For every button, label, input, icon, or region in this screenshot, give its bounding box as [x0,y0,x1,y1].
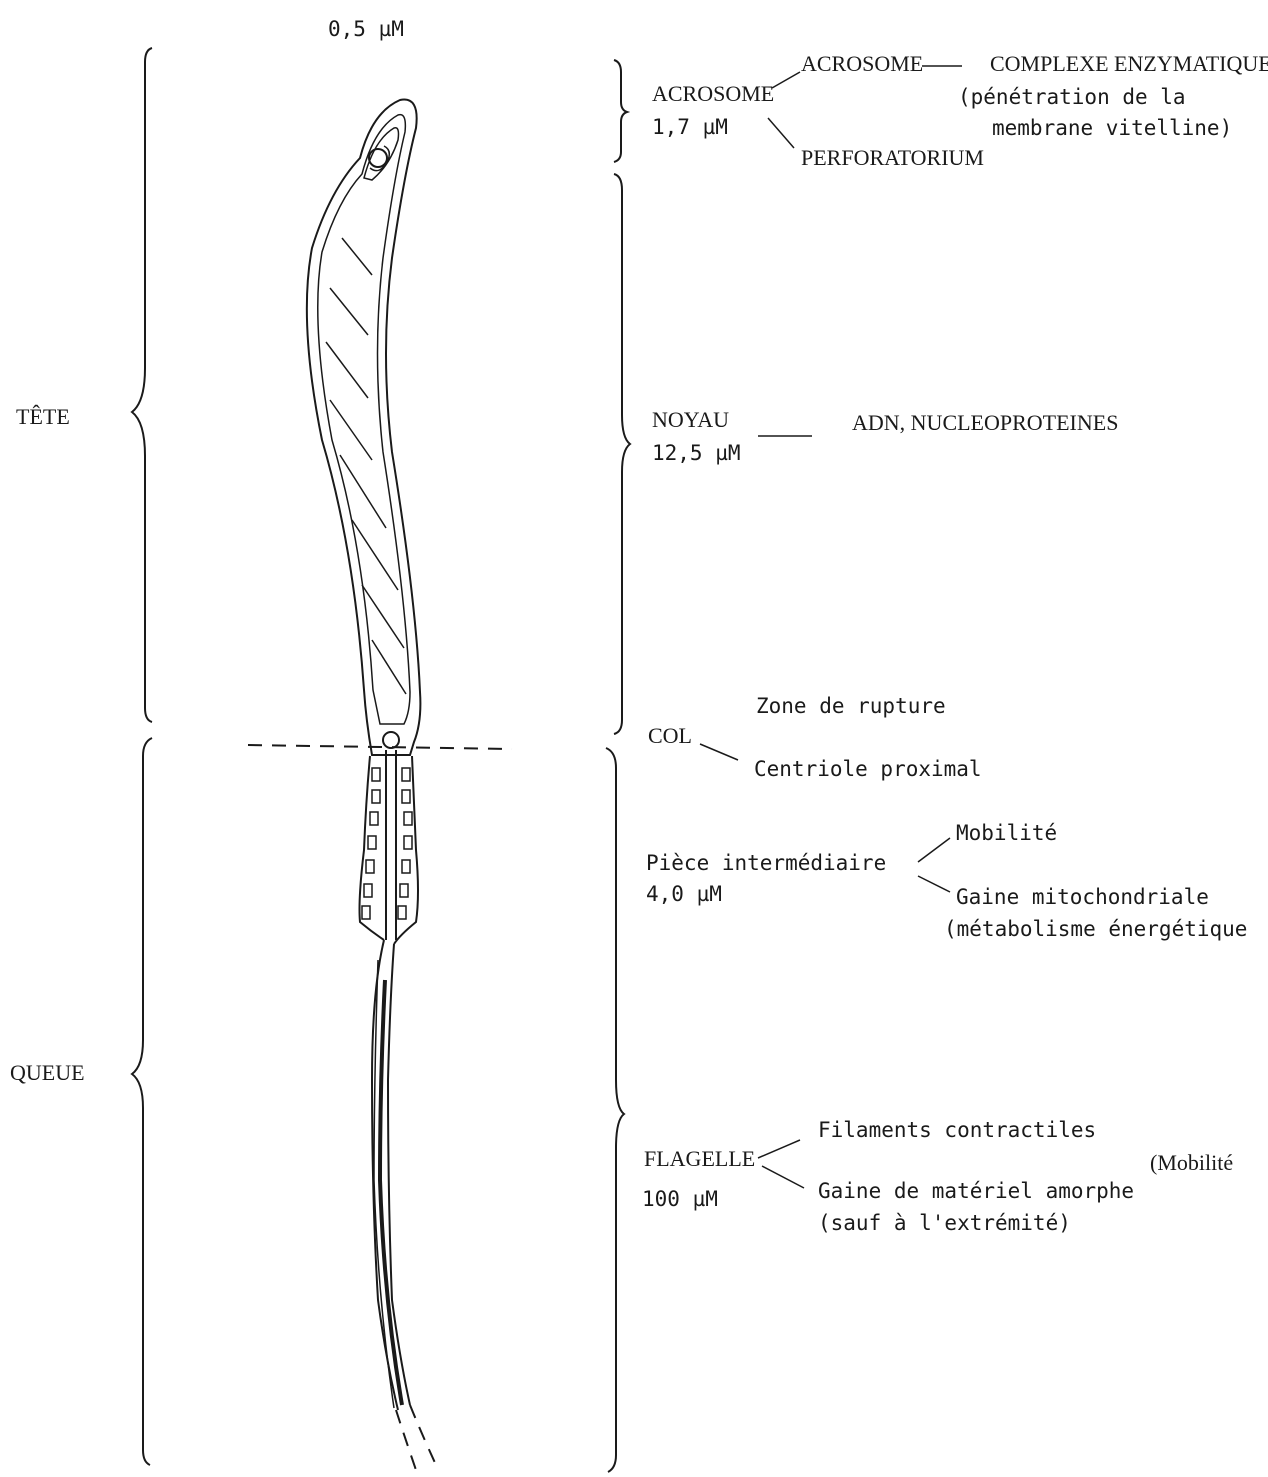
flagelle-connector-down [762,1166,804,1188]
tail-region-label: QUEUE [10,1060,85,1085]
head-inner-outline [318,115,410,724]
tail-right-brace [606,748,624,1472]
neck-dashed-line [248,745,512,749]
col-name: COL [648,723,692,748]
flagelle-item-gaine-2: (sauf à l'extrémité) [818,1211,1071,1235]
piece-item-gaine-1: Gaine mitochondriale [956,885,1209,909]
piece-size: 4,0 µM [646,882,722,906]
piece-item-gaine-2: (métabolisme énergétique [944,917,1247,941]
piece-connector-up [918,838,950,862]
flagelle-item-filaments: Filaments contractiles [818,1118,1096,1142]
flagelle-side-note: (Mobilité [1150,1150,1233,1175]
axial-filament [386,750,396,940]
piece-name: Pièce intermédiaire [646,851,886,875]
noyau-brace [614,174,630,734]
enzyme-line-2: (pénétration de la [958,85,1186,109]
acrosome-branch-bottom: PERFORATORIUM [801,145,984,170]
noyau-name: NOYAU [652,407,729,432]
acrosome-connector-up [772,72,800,88]
acrosome-connector-down [768,118,794,148]
piece-connector-down [918,876,950,892]
head-brace [132,48,152,722]
col-item-zone-rupture: Zone de rupture [756,694,946,718]
col-item-centriole: Centriole proximal [754,757,982,781]
head-region-label: TÊTE [16,404,70,429]
tail-end-dashed [396,1405,436,1470]
enzyme-line-3: membrane vitelline) [992,116,1232,140]
acrosome-size: 1,7 µM [652,115,728,139]
tail-brace [132,738,152,1465]
perforatorium-knot [369,149,387,167]
flagelle-size: 100 µM [642,1187,718,1211]
enzyme-line-1: COMPLEXE ENZYMATIQUE [990,51,1268,76]
noyau-size: 12,5 µM [652,441,741,465]
acrosome-name: ACROSOME [652,81,774,106]
col-connector [700,744,738,760]
noyau-content: ADN, NUCLEOPROTEINES [852,410,1118,435]
scale-label: 0,5 µM [328,17,404,41]
proximal-centriole [383,732,399,748]
head-outline [307,100,421,755]
acrosome-branch-top: ACROSOME [801,51,923,76]
acrosome-brace [614,60,627,162]
flagelle-item-gaine-1: Gaine de matériel amorphe [818,1179,1134,1203]
flagelle-connector-up [758,1140,800,1158]
piece-item-mobilite: Mobilité [956,821,1057,845]
midpiece-outline [360,756,419,944]
flagelle-name: FLAGELLE [644,1146,755,1171]
spermatozoon [307,100,436,1470]
